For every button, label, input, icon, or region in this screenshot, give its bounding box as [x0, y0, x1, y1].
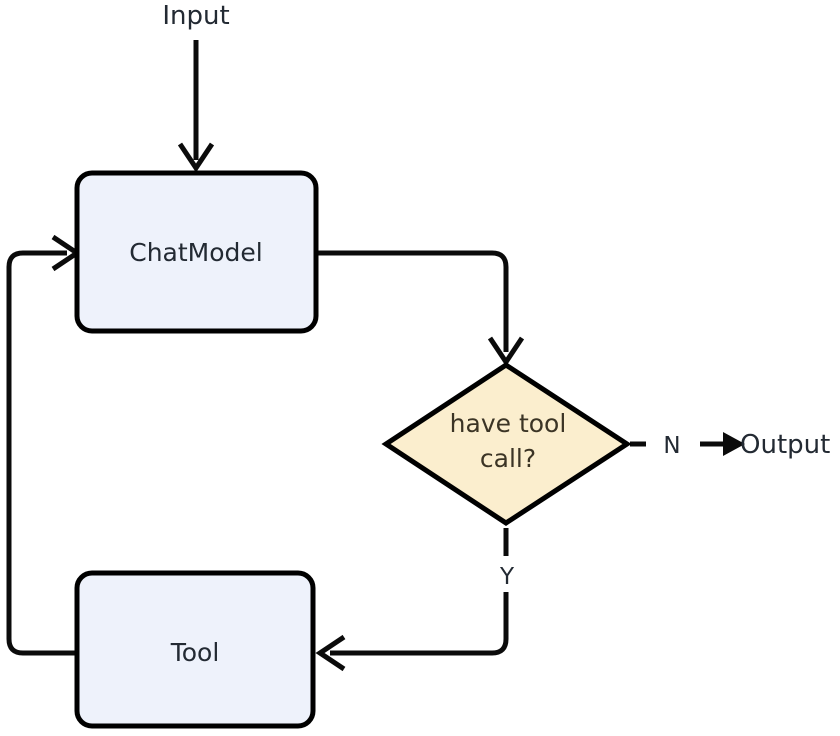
edge-tool-to-chatmodel-loop	[6, 234, 82, 656]
edge-chatmodel-to-decision	[316, 250, 525, 367]
output-label: Output	[740, 430, 830, 460]
input-label: Input	[162, 1, 229, 31]
edge-label-yes: Y	[499, 564, 515, 590]
edge-decision-no-to-output	[630, 432, 745, 456]
edge-input-to-chatmodel	[177, 40, 215, 173]
decision-label-line1: have tool	[450, 409, 567, 438]
decision-diamond-shape[interactable]	[381, 362, 632, 526]
edge-line-chatmodel-decision	[316, 250, 509, 352]
edge-line-tool-chatmodel-loop	[6, 250, 77, 656]
arrowhead-into-output	[723, 432, 745, 456]
decision-label-line2: call?	[480, 444, 536, 473]
arrowhead-into-tool-right	[315, 634, 346, 672]
node-tool[interactable]: Tool	[74, 570, 316, 729]
edge-label-no: N	[663, 433, 680, 459]
node-chatmodel[interactable]: ChatModel	[74, 170, 319, 334]
arrowhead-into-decision-top	[487, 336, 525, 367]
tool-box-shape[interactable]	[74, 570, 316, 729]
node-decision-have-tool-call[interactable]: have tool call?	[381, 362, 632, 526]
edge-line-yes-to-tool	[330, 592, 509, 656]
arrowhead-into-chatmodel-top	[177, 142, 215, 173]
chatmodel-box-shape[interactable]	[74, 170, 319, 334]
chatmodel-label: ChatModel	[129, 238, 262, 267]
edge-decision-yes-to-tool	[315, 528, 509, 672]
tool-label: Tool	[170, 638, 220, 667]
